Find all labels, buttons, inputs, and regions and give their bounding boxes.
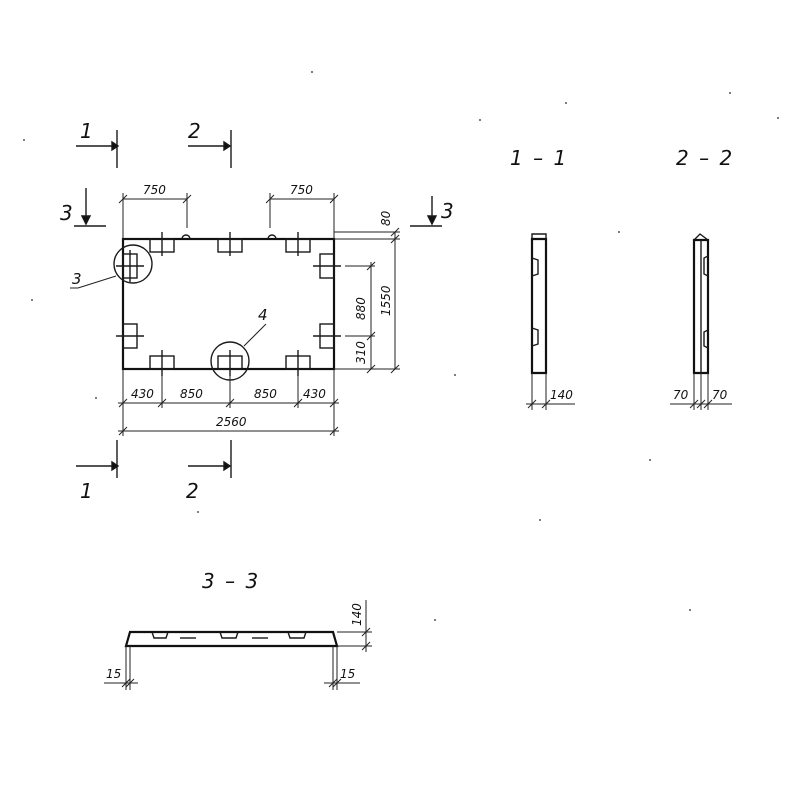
embedded-parts-bottom	[149, 350, 311, 376]
dim-right-880: 880	[354, 297, 368, 320]
dim-bottom-850-right: 850	[254, 387, 277, 401]
section-1-1: 1 – 1 140	[510, 146, 575, 410]
lifting-loop-right	[267, 234, 277, 240]
marker-2-bottom: 2	[186, 479, 199, 503]
section-1-1-dim: 140	[550, 388, 573, 402]
dim-bottom-850-left: 850	[180, 387, 203, 401]
dim-overall-2560: 2560	[216, 415, 247, 429]
dim-bottom-430-left: 430	[131, 387, 154, 401]
section-2-2-dim-right: 70	[712, 388, 728, 402]
plan-view: 3 4 750 750 80 880	[60, 119, 454, 503]
callout-3-label: 3	[72, 270, 82, 288]
embedded-parts-left	[116, 250, 144, 349]
section-3-3-dim-right: 15	[340, 667, 355, 681]
dim-bottom-430-right: 430	[303, 387, 326, 401]
dim-right-1550: 1550	[379, 285, 393, 316]
bottom-dimension-lines	[118, 369, 339, 436]
marker-1-top: 1	[80, 119, 93, 143]
right-dimension-lines	[334, 227, 400, 374]
marker-3-right: 3	[441, 199, 454, 223]
marker-1-bottom: 1	[80, 479, 93, 503]
scan-noise	[23, 71, 779, 621]
detail-circle-3	[113, 244, 153, 284]
slab-outline	[121, 237, 336, 371]
section-3-3-dim-left: 15	[106, 667, 121, 681]
section-3-3-title: 3 – 3	[202, 569, 260, 593]
lifting-loop-left	[181, 234, 191, 240]
section-3-3: 3 – 3 140 15 15	[104, 569, 372, 690]
marker-3-left: 3	[60, 201, 73, 225]
dim-top-right: 750	[290, 183, 313, 197]
embedded-parts-top	[149, 232, 311, 256]
callout-4-label: 4	[258, 306, 268, 324]
section-2-2-dim-left: 70	[673, 388, 689, 402]
section-2-2: 2 – 2 70 70	[670, 146, 734, 410]
dim-right-310: 310	[354, 341, 368, 364]
section-markers	[74, 130, 442, 478]
dim-top-left: 750	[143, 183, 166, 197]
section-2-2-title: 2 – 2	[676, 146, 734, 170]
section-3-3-dim-height: 140	[350, 603, 364, 626]
section-1-1-title: 1 – 1	[510, 146, 568, 170]
marker-2-top: 2	[188, 119, 201, 143]
dim-right-80: 80	[379, 210, 393, 226]
top-dimension-lines	[118, 193, 339, 239]
embedded-parts-right	[313, 253, 341, 349]
